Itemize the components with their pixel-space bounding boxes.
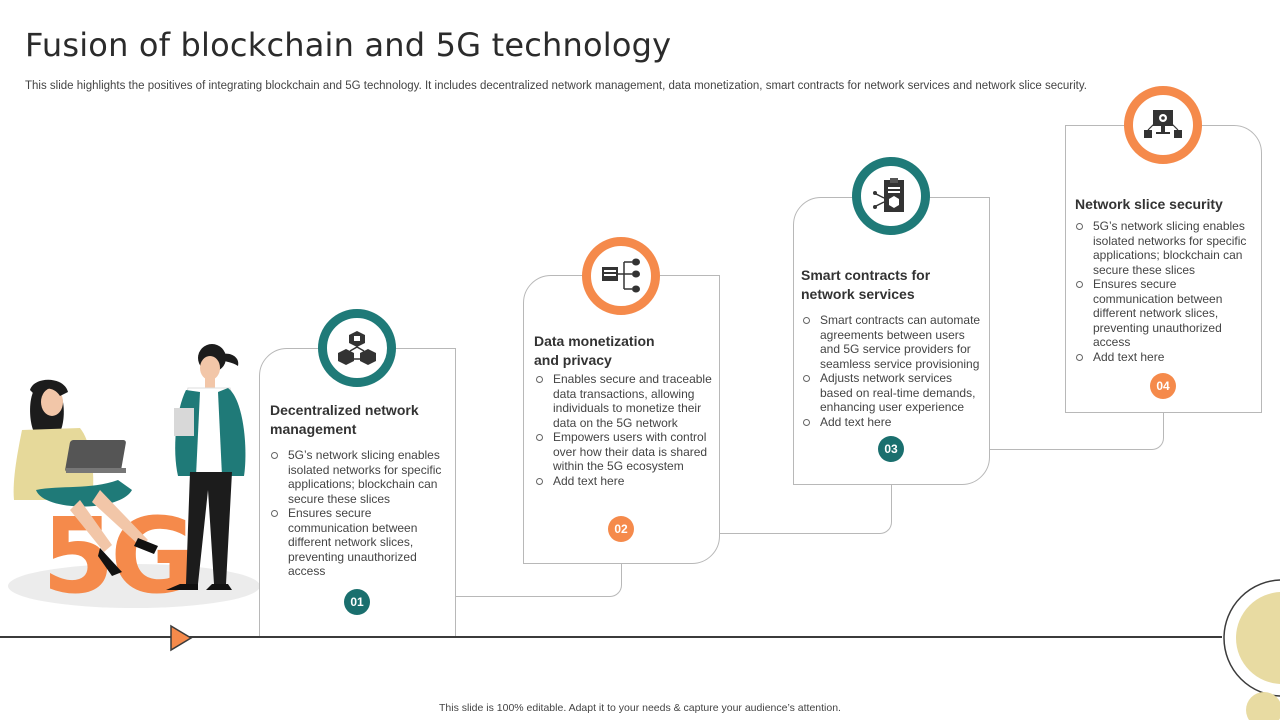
step-3-heading: Smart contracts for network services: [801, 267, 931, 302]
smart-contract-clipboard-icon: [873, 178, 904, 212]
step-4-bullets: 5G’s network slicing enables isolated ne…: [1075, 219, 1257, 364]
step-2-icon-ring: [582, 237, 660, 315]
step-card-2: [523, 275, 720, 564]
timeline-arrow-icon: [170, 624, 193, 652]
blockchain-cubes-icon: [338, 331, 376, 365]
step-3-bullet: Smart contracts can automate agreements …: [802, 313, 984, 371]
step-1-number: 01: [344, 589, 370, 615]
decorative-circles: [1223, 579, 1280, 720]
people-5g-illustration: 5G: [8, 344, 260, 617]
step-3-bullets: Smart contracts can automate agreements …: [802, 313, 984, 429]
step-4-heading: Network slice security: [1075, 196, 1223, 212]
step-4-number: 04: [1150, 373, 1176, 399]
slide-subtitle: This slide highlights the positives of i…: [25, 80, 1087, 92]
step-2-bullet: Empowers users with control over how the…: [535, 430, 713, 474]
step-1-bullet: Ensures secure communication between dif…: [270, 506, 448, 579]
connector-03-04: [904, 412, 1164, 450]
connector-02-03: [634, 485, 892, 534]
step-4-bullet: 5G’s network slicing enables isolated ne…: [1075, 219, 1257, 277]
data-flow-icon: [602, 258, 640, 293]
connector-01-02: [370, 563, 622, 597]
step-1-bullet: 5G’s network slicing enables isolated ne…: [270, 448, 448, 506]
step-4-bullet: Add text here: [1075, 350, 1257, 365]
network-monitor-icon: [1144, 110, 1182, 138]
step-3-icon-ring: [852, 157, 930, 235]
step-3-number: 03: [878, 436, 904, 462]
step-card-4: [1065, 125, 1262, 413]
step-3-bullet: Add text here: [802, 415, 984, 430]
step-4-bullet: Ensures secure communication between dif…: [1075, 277, 1257, 350]
step-2-bullets: Enables secure and traceable data transa…: [535, 372, 713, 488]
step-2-bullet: Add text here: [535, 474, 713, 489]
step-2-number: 02: [608, 516, 634, 542]
step-4-icon-ring: [1124, 86, 1202, 164]
step-card-1: [259, 348, 456, 637]
step-1-icon-ring: [318, 309, 396, 387]
timeline-baseline: [0, 636, 1222, 638]
slide-footer: This slide is 100% editable. Adapt it to…: [439, 702, 841, 714]
slide-title: Fusion of blockchain and 5G technology: [25, 26, 672, 64]
step-1-bullets: 5G’s network slicing enables isolated ne…: [270, 448, 448, 579]
step-2-bullet: Enables secure and traceable data transa…: [535, 372, 713, 430]
step-1-heading: Decentralized network management: [270, 402, 419, 437]
step-2-heading: Data monetization and privacy: [534, 333, 655, 368]
step-3-bullet: Adjusts network services based on real-t…: [802, 371, 984, 415]
